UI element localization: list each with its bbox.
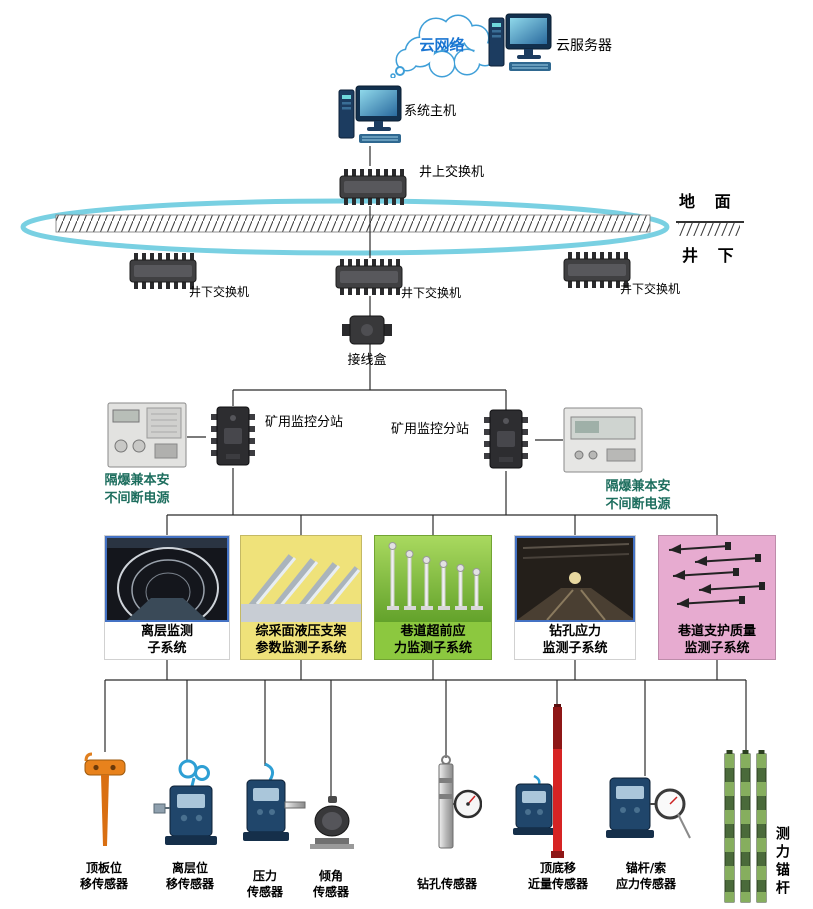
sensor-borehole-device xyxy=(416,754,483,860)
system-host-device xyxy=(337,84,403,146)
sensor-separation-displacement-label: 离层位 移传感器 xyxy=(165,861,214,892)
junction-box-label: 接线盒 xyxy=(347,353,387,368)
ups-device-2 xyxy=(563,407,643,473)
underground-switch-label-1: 井下交换机 xyxy=(189,285,250,299)
sensor-convergence-pole-device xyxy=(549,702,565,862)
underground-label: 井 下 xyxy=(682,246,741,265)
junction-box-device xyxy=(342,310,392,350)
ground-hatch-band xyxy=(55,214,651,233)
sensor-force-anchor-rods-device xyxy=(722,748,770,906)
sensor-force-anchor-label: 测力锚杆 xyxy=(773,826,790,898)
ground-hatch-small xyxy=(678,223,740,236)
subsystem-card-hydraulic: 综采面液压支架 参数监测子系统 xyxy=(240,535,362,660)
sensor-pressure-label: 压力 传感器 xyxy=(246,869,283,900)
subsystem-caption-separation: 离层监测 子系统 xyxy=(140,623,193,656)
subsystem-image-hydraulic-supports xyxy=(241,536,361,622)
sensor-convergence-box-device xyxy=(512,774,556,836)
ground-surface-label: 地 面 xyxy=(679,192,738,211)
surface-switch-device xyxy=(332,160,414,210)
subsystem-card-advance-stress: 巷道超前应 力监测子系统 xyxy=(374,535,492,660)
underground-switch-device-2 xyxy=(328,250,410,300)
underground-switch-label-2: 井下交换机 xyxy=(401,286,462,300)
cloud-network: 云网络 xyxy=(390,10,498,79)
monitoring-substation-device-2 xyxy=(477,407,535,471)
sensor-inclination-label: 倾角 传感器 xyxy=(312,869,349,900)
subsystem-caption-borehole-stress: 钻孔应力 监测子系统 xyxy=(542,623,608,656)
subsystem-caption-hydraulic: 综采面液压支架 参数监测子系统 xyxy=(255,623,347,656)
subsystem-card-separation: 离层监测 子系统 xyxy=(104,535,230,660)
ups-device-1 xyxy=(107,402,187,468)
ups-label-2: 隔爆兼本安 不间断电源 xyxy=(605,479,671,512)
subsystem-image-tunnel xyxy=(105,536,229,622)
subsystem-image-mine-tunnel xyxy=(515,536,635,622)
cloud-server-device xyxy=(487,12,553,74)
sensor-anchor-stress-label: 锚杆/索 应力传感器 xyxy=(615,861,676,892)
monitoring-substation-label-2: 矿用监控分站 xyxy=(391,422,470,437)
subsystem-caption-support-quality: 巷道支护质量 监测子系统 xyxy=(677,623,756,656)
system-host-label: 系统主机 xyxy=(404,104,457,119)
underground-switch-label-3: 井下交换机 xyxy=(620,282,681,296)
sensor-separation-displacement-device xyxy=(152,758,224,852)
ups-label-1: 隔爆兼本安 不间断电源 xyxy=(104,473,170,506)
cloud-server-label: 云服务器 xyxy=(556,38,612,54)
sensor-pressure-device xyxy=(229,762,307,854)
sensor-roof-displacement-label: 顶板位 移传感器 xyxy=(79,861,128,892)
subsystem-card-support-quality: 巷道支护质量 监测子系统 xyxy=(658,535,776,660)
sensor-anchor-stress-device xyxy=(606,770,692,846)
monitoring-substation-device-1 xyxy=(204,404,262,468)
cloud-label: 云网络 xyxy=(419,36,465,54)
sensor-roof-displacement-device xyxy=(82,748,128,852)
subsystem-image-stress-meters xyxy=(375,536,491,622)
sensor-inclination-device xyxy=(305,794,357,854)
surface-switch-label: 井上交换机 xyxy=(419,165,485,180)
monitoring-substation-label-1: 矿用监控分站 xyxy=(265,415,344,430)
sensor-convergence-label: 顶底移 近量传感器 xyxy=(527,861,588,892)
subsystem-caption-advance-stress: 巷道超前应 力监测子系统 xyxy=(393,623,472,656)
subsystem-card-borehole-stress: 钻孔应力 监测子系统 xyxy=(514,535,636,660)
sensor-borehole-label: 钻孔传感器 xyxy=(416,877,477,891)
subsystem-image-anchor-bolts xyxy=(659,536,775,622)
